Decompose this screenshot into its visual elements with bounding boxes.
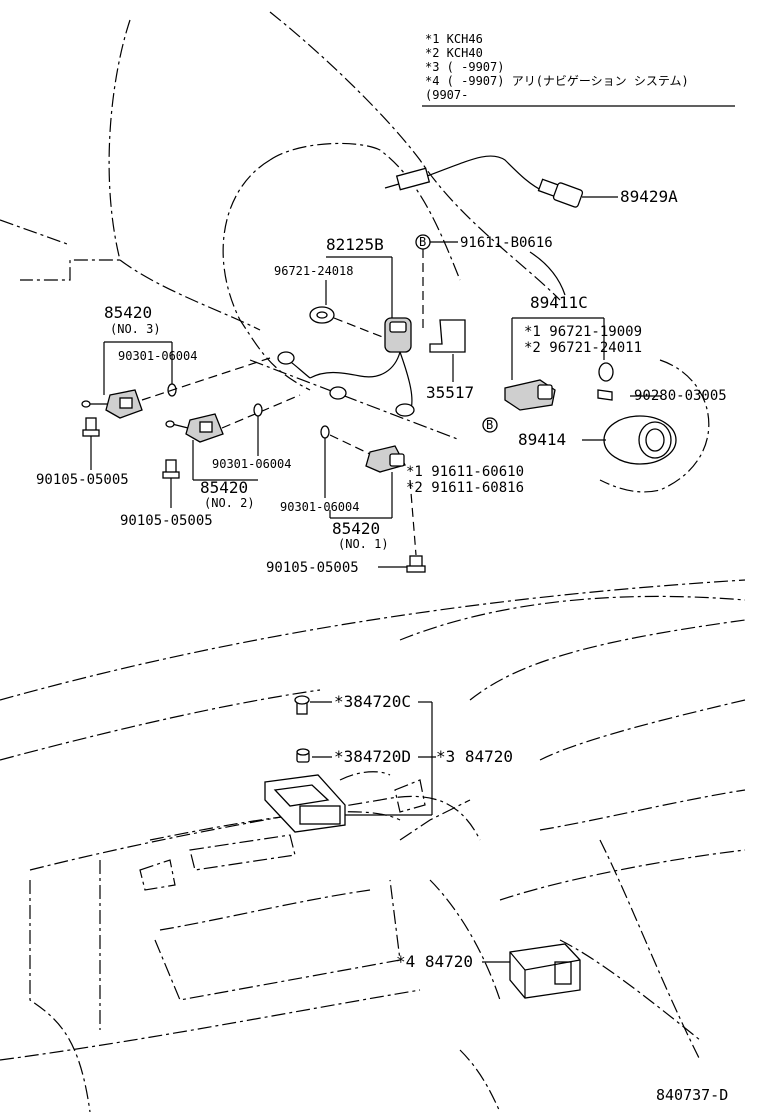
knob-384720C-icon — [294, 695, 310, 715]
label-35517: 35517 — [426, 383, 474, 402]
legend: *1 KCH46 *2 KCH40 *3 ( -9907) *4 ( -9907… — [422, 32, 735, 107]
bolt-90105-c-icon — [406, 555, 426, 573]
label-b-top: B — [419, 235, 426, 249]
label-384720C: *384720C — [334, 692, 411, 711]
temperature-sensor-89429A — [384, 155, 618, 208]
dashboard-outline — [0, 579, 746, 1112]
label-90301-06004-b: 90301-06004 — [212, 457, 291, 471]
label-85420-no3-sub: (NO. 3) — [110, 322, 161, 336]
label-91611-B0616: 91611-B0616 — [460, 235, 553, 251]
harness-connector-82125B — [277, 317, 415, 417]
legend-row-1: *1 KCH46 — [425, 32, 483, 46]
label-91611-60610: *1 91611-60610 — [406, 464, 524, 480]
speed-sensor-no2 — [165, 413, 224, 443]
label-90280-03005: 90280-03005 — [634, 388, 727, 404]
legend-row-3: *3 ( -9907) — [425, 60, 504, 74]
label-4-84720: *4 84720 — [396, 952, 473, 971]
legend-row-2: *2 KCH40 — [425, 46, 483, 60]
bracket-35517 — [429, 319, 466, 353]
label-90301-06004-c: 90301-06004 — [280, 500, 359, 514]
switch-84720-star4 — [509, 943, 581, 999]
speed-sensor-no3 — [81, 389, 143, 419]
label-85420-no1-sub: (NO. 1) — [338, 537, 389, 551]
bolt-90105-b-icon — [162, 459, 180, 479]
label-384720D: *384720D — [334, 747, 411, 766]
knob-384720D-icon — [296, 748, 310, 763]
body-outline-top — [0, 11, 710, 493]
label-89411C: 89411C — [530, 293, 588, 312]
label-90301-06004-a: 90301-06004 — [118, 349, 197, 363]
label-85420-no2-sub: (NO. 2) — [204, 496, 255, 510]
switch-84720-star3 — [264, 774, 346, 833]
pickup-ring-89414 — [603, 415, 677, 465]
label-89429A: 89429A — [620, 187, 678, 206]
label-85420-no2: 85420 — [200, 478, 248, 497]
label-90105-05005-c: 90105-05005 — [266, 560, 359, 576]
legend-row-5: (9907- — [425, 88, 468, 102]
label-96721-19009: *1 96721-19009 — [524, 324, 642, 340]
speed-sensor-no1 — [365, 445, 406, 473]
label-91611-60816: *2 91611-60816 — [406, 480, 524, 496]
label-96721-24011: *2 96721-24011 — [524, 340, 642, 356]
bolt-90105-a-icon — [82, 417, 100, 437]
label-89414: 89414 — [518, 430, 566, 449]
o-ring-icon — [253, 403, 263, 417]
o-ring-icon — [320, 425, 330, 439]
label-b-bottom: B — [486, 418, 493, 432]
legend-row-4: *4 ( -9907) アリ(ナビゲーション システム) — [425, 74, 689, 88]
clip-90280-03005-icon — [597, 389, 613, 401]
label-85420-no1: 85420 — [332, 519, 380, 538]
label-90105-05005-b: 90105-05005 — [120, 513, 213, 529]
o-ring-icon — [598, 362, 614, 382]
label-96721-24018: 96721-24018 — [274, 264, 353, 278]
label-3-84720: *3 84720 — [436, 747, 513, 766]
sensor-89411C — [504, 379, 556, 411]
figure-code: 840737-D — [656, 1086, 728, 1104]
label-82125B: 82125B — [326, 235, 384, 254]
bolt-marker-b-bottom — [482, 417, 498, 433]
label-85420-no3: 85420 — [104, 303, 152, 322]
label-90105-05005-a: 90105-05005 — [36, 472, 129, 488]
